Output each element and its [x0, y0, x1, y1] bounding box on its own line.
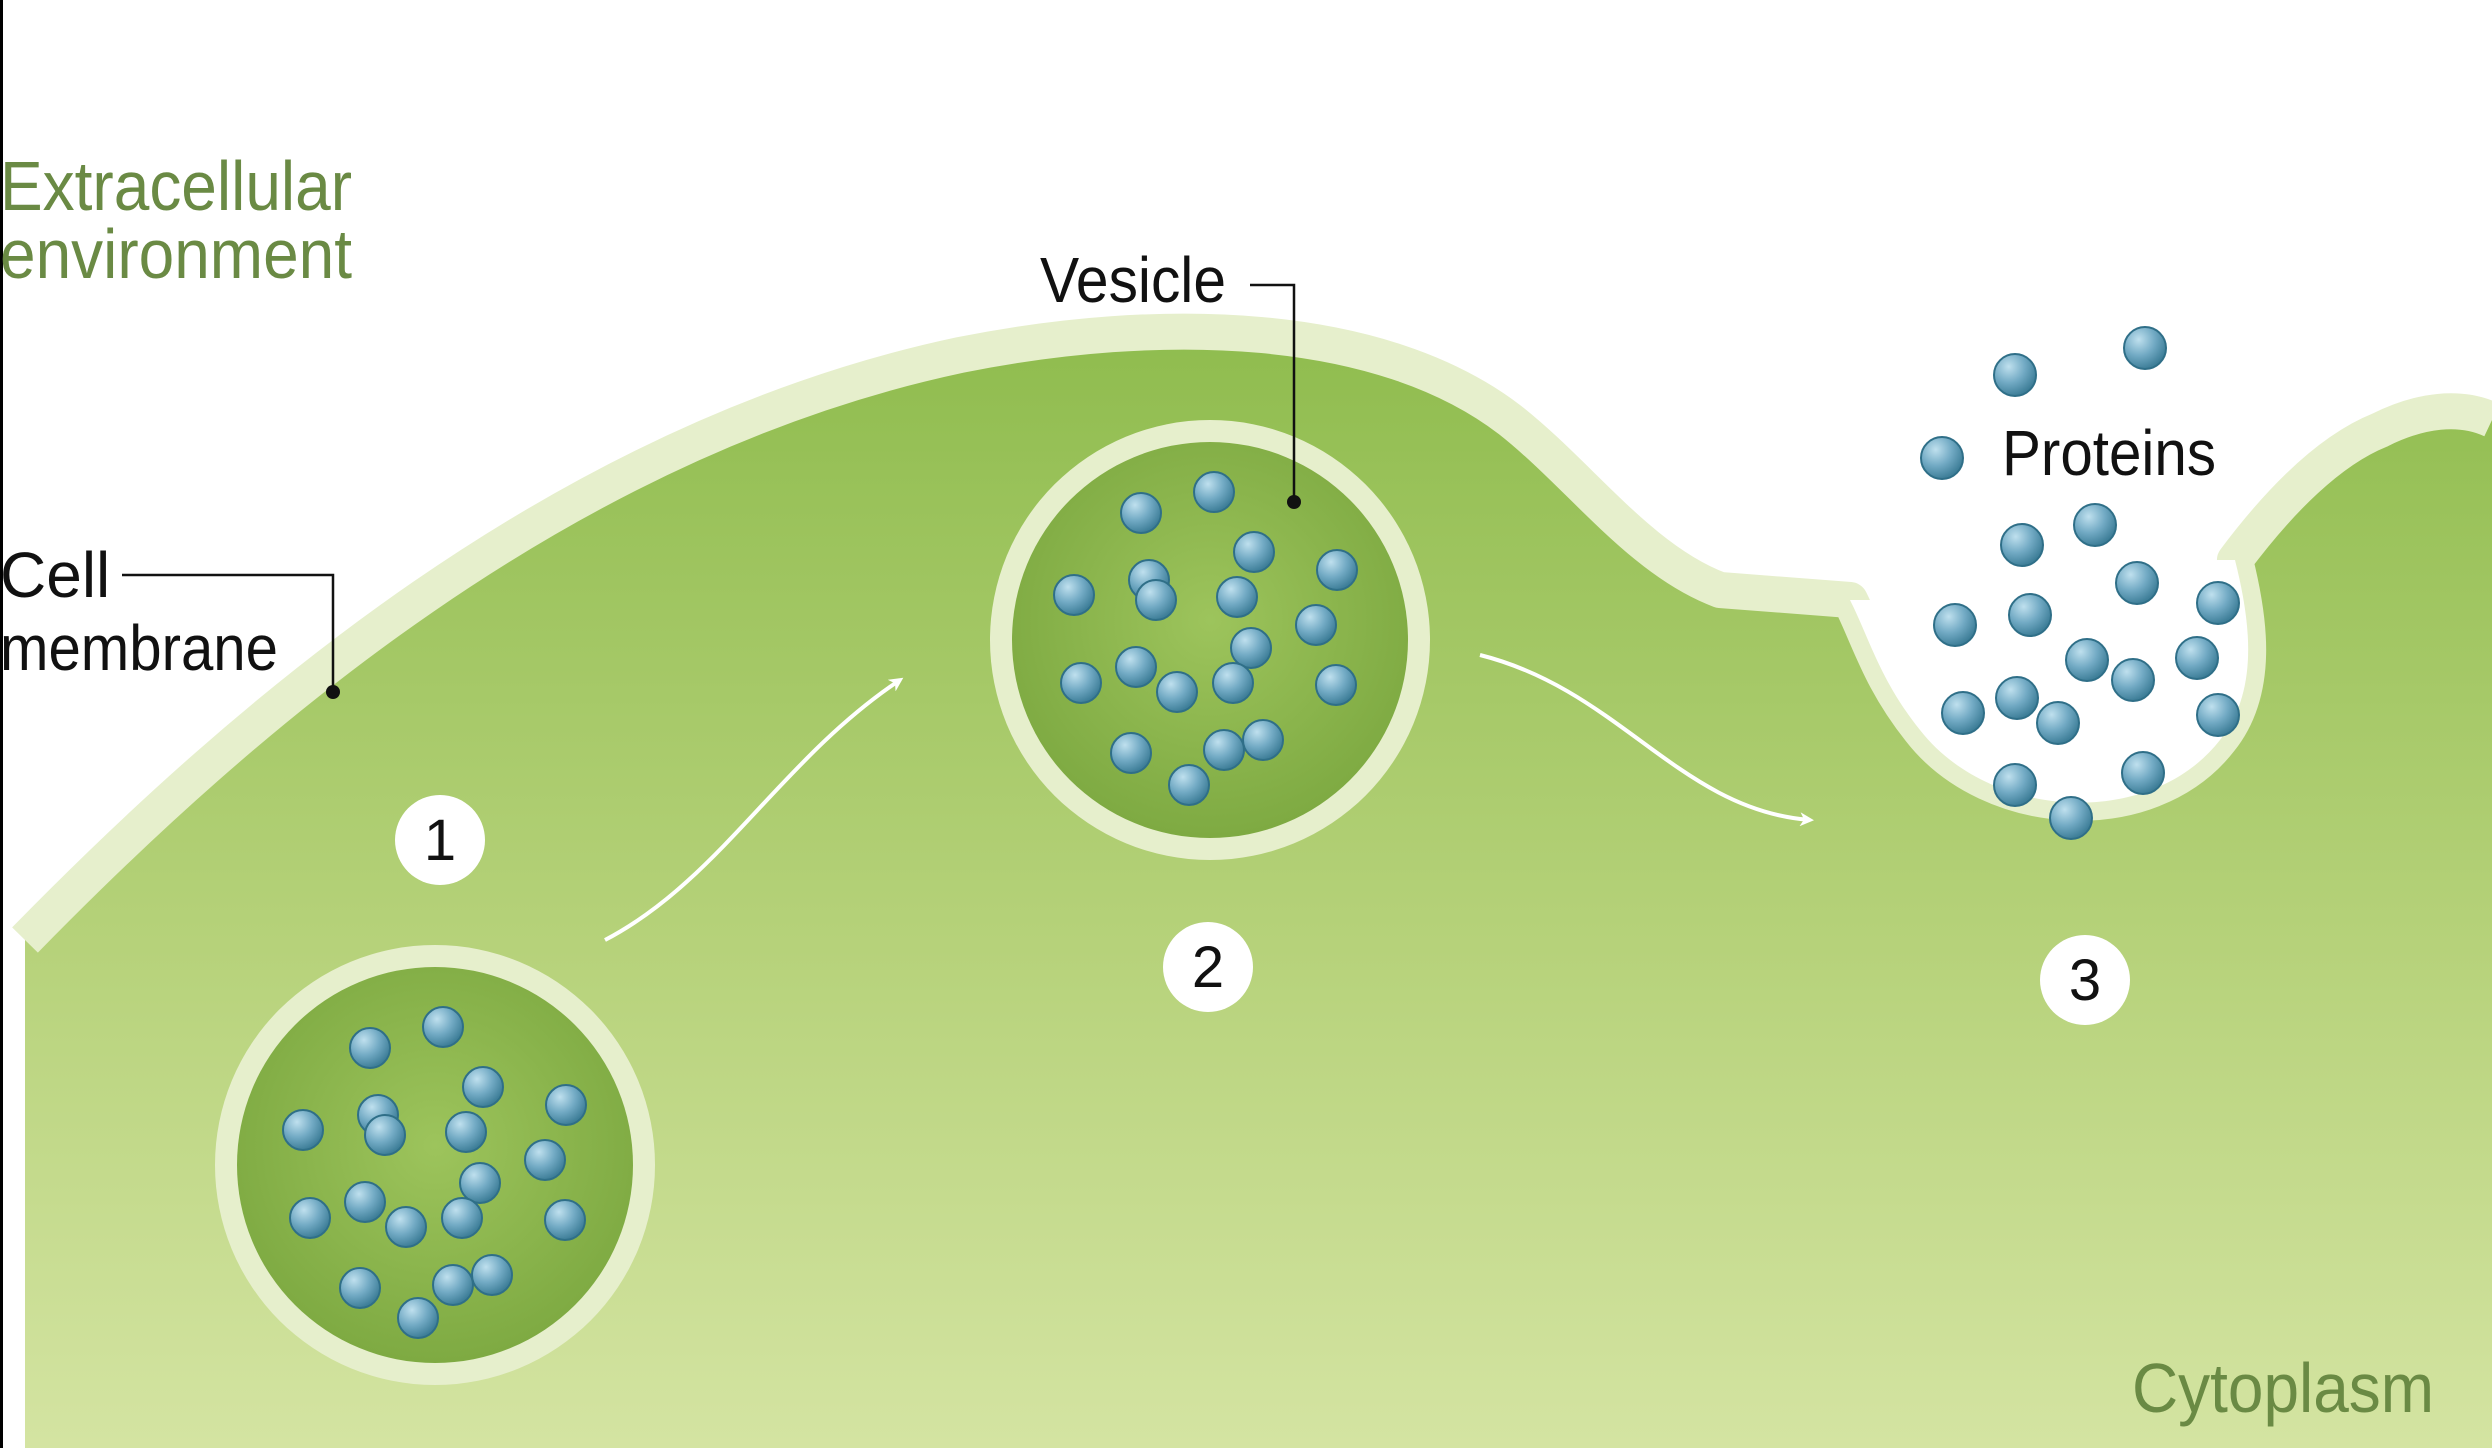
protein: [2196, 581, 2240, 625]
protein: [2196, 693, 2240, 737]
protein: [2115, 561, 2159, 605]
proteins-vesicle-2: [1053, 471, 1358, 806]
protein: [1115, 646, 1157, 688]
protein: [471, 1254, 513, 1296]
protein: [282, 1109, 324, 1151]
protein: [1316, 549, 1358, 591]
protein: [364, 1114, 406, 1156]
protein: [289, 1197, 331, 1239]
membrane-leader-dot: [326, 685, 340, 699]
protein: [1233, 531, 1275, 573]
protein: [462, 1066, 504, 1108]
protein: [524, 1139, 566, 1181]
vesicle-leader-line: [1250, 283, 1296, 500]
protein: [2121, 751, 2165, 795]
protein: [545, 1084, 587, 1126]
cell-membrane-label-line2: membrane: [0, 612, 278, 684]
protein: [1993, 353, 2037, 397]
left-border-line: [0, 0, 3, 1448]
protein: [1053, 574, 1095, 616]
cytoplasm-label: Cytoplasm: [2132, 1349, 2434, 1427]
vesicle-1: [215, 945, 655, 1385]
protein: [1110, 732, 1152, 774]
protein: [1315, 664, 1357, 706]
vesicle-label: Vesicle: [1040, 244, 1226, 316]
protein: [1203, 729, 1245, 771]
protein: [459, 1162, 501, 1204]
protein: [1168, 764, 1210, 806]
protein: [2123, 326, 2167, 370]
arrow-step-2-to-3: [1479, 653, 1814, 827]
protein: [544, 1199, 586, 1241]
protein: [1193, 471, 1235, 513]
protein: [1230, 627, 1272, 669]
protein: [2065, 638, 2109, 682]
step-marker-3: 3: [2040, 935, 2130, 1025]
fusion-pocket: [1850, 560, 2249, 803]
protein: [1993, 763, 2037, 807]
protein: [1135, 579, 1177, 621]
protein: [2111, 658, 2155, 702]
protein: [2049, 796, 2093, 840]
protein: [1295, 604, 1337, 646]
vesicle-leader-dot: [1287, 495, 1301, 509]
step-number-2: 2: [1192, 935, 1224, 1000]
protein: [2175, 636, 2219, 680]
protein: [385, 1206, 427, 1248]
protein: [397, 1297, 439, 1339]
protein: [422, 1006, 464, 1048]
step-marker-1: 1: [395, 795, 485, 885]
protein: [441, 1197, 483, 1239]
vesicle-2: [990, 420, 1430, 860]
cell-membrane-label-line1: Cell: [0, 539, 110, 611]
protein: [1156, 671, 1198, 713]
step-number-1: 1: [424, 808, 456, 873]
extracellular-label-line1: Extracellular: [0, 147, 352, 225]
protein: [445, 1111, 487, 1153]
protein: [349, 1027, 391, 1069]
step-marker-2: 2: [1163, 922, 1253, 1012]
extracellular-label-line2: environment: [0, 215, 352, 293]
protein: [1212, 662, 1254, 704]
protein: [1120, 492, 1162, 534]
protein: [339, 1267, 381, 1309]
protein: [1216, 576, 1258, 618]
protein: [1995, 676, 2039, 720]
protein: [2008, 593, 2052, 637]
arrow-step-1-to-2: [604, 677, 904, 942]
proteins-label: Proteins: [2002, 417, 2216, 489]
protein: [1060, 662, 1102, 704]
protein: [1242, 719, 1284, 761]
protein: [1920, 436, 1964, 480]
proteins-vesicle-1: [282, 1006, 587, 1339]
proteins-released: [1920, 326, 2240, 840]
membrane-leader-line: [122, 573, 335, 690]
protein: [432, 1264, 474, 1306]
protein: [2036, 701, 2080, 745]
step-number-3: 3: [2069, 948, 2101, 1013]
protein: [1933, 603, 1977, 647]
protein: [2073, 503, 2117, 547]
protein: [1941, 691, 1985, 735]
protein: [344, 1181, 386, 1223]
protein: [2000, 523, 2044, 567]
